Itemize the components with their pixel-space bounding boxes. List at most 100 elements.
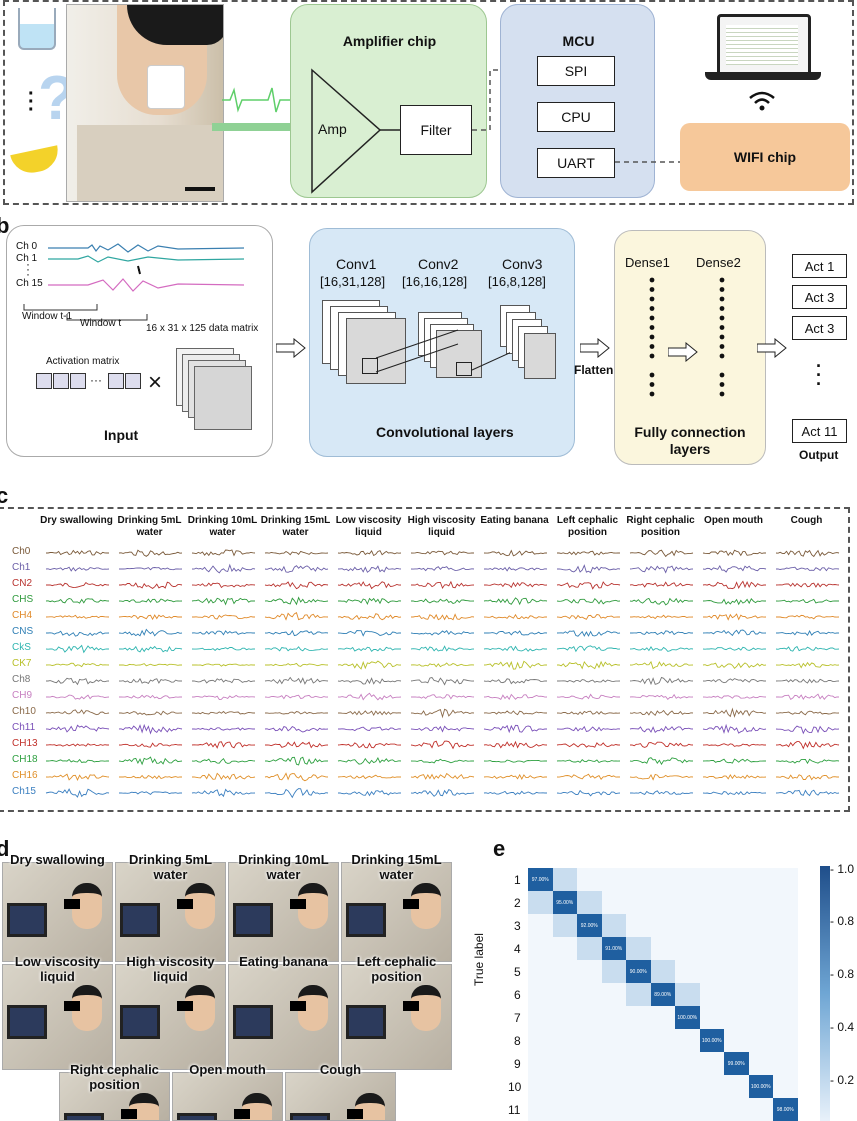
cm-diagonal-cell: 90.00% (626, 960, 651, 984)
cm-cell (553, 960, 578, 983)
signal-trace (702, 723, 767, 734)
activity-header: Cough (790, 515, 823, 526)
signal-trace (337, 581, 402, 590)
signal-trace (629, 660, 694, 670)
signal-trace (702, 549, 767, 557)
mcu-cpu-block: CPU (537, 102, 615, 132)
signal-trace (483, 581, 548, 589)
neuron (719, 344, 725, 349)
activation-matrix: ··· (36, 373, 141, 389)
signal-trace (410, 598, 475, 605)
signal-trace (264, 726, 329, 733)
signal-trace (119, 567, 183, 571)
cm-cell (651, 914, 676, 937)
cm-cell (700, 868, 725, 891)
signal-trace (556, 630, 621, 637)
activity-header: Drinking 15mL water (260, 515, 331, 538)
signal-trace (556, 789, 621, 797)
cm-cell (773, 937, 798, 960)
neuron (649, 372, 655, 378)
activity-caption: Cough (319, 1062, 362, 1077)
signal-trace (556, 581, 621, 590)
signal-trace (629, 676, 694, 686)
cm-row-label: 6 (514, 988, 521, 1002)
cm-cell (626, 1052, 651, 1075)
activity-photo (2, 964, 113, 1070)
signal-trace (119, 663, 182, 667)
cm-cell (675, 914, 700, 937)
cm-cell (700, 1075, 725, 1098)
wifi-chip-box: WIFI chip (680, 123, 850, 191)
cm-cell (528, 983, 553, 1006)
cm-cell (773, 983, 798, 1006)
signal-trace (410, 566, 475, 572)
signal-trace (410, 740, 475, 750)
cm-cell (724, 891, 749, 914)
channel-ellipsis: ··· (26, 257, 30, 281)
laptop-screen (233, 1005, 273, 1039)
cm-cell (602, 1029, 627, 1052)
cm-cell (602, 983, 627, 1006)
cm-cell (626, 914, 651, 937)
cm-cell (577, 1006, 602, 1029)
person-head (72, 883, 102, 929)
signal-trace (45, 644, 110, 654)
signal-trace (629, 709, 694, 717)
signal-trace (119, 581, 183, 589)
cm-cell (602, 891, 627, 914)
conv1-name: Conv1 (336, 256, 377, 272)
conv-sheet (524, 333, 556, 379)
cm-cell (675, 891, 700, 914)
neuron (719, 315, 725, 321)
signal-trace (191, 741, 256, 749)
cm-cell (577, 960, 602, 983)
cm-cell (577, 983, 602, 1006)
beaker-icon (18, 8, 56, 50)
signal-trace (337, 630, 401, 637)
face-censor-bar (290, 1001, 306, 1011)
cm-cell (773, 914, 798, 937)
signal-trace (191, 630, 255, 636)
signal-trace (702, 695, 767, 699)
signal-trace (629, 790, 694, 795)
cm-cell (577, 1029, 602, 1052)
cm-cell (553, 1006, 578, 1029)
cm-cell (602, 1006, 627, 1029)
colorbar-tick: - 1.0 (830, 862, 855, 876)
cm-cell (602, 1075, 627, 1098)
activity-caption: Drinking 5mL water (128, 852, 213, 882)
cm-cell (724, 983, 749, 1006)
signal-trace (191, 646, 255, 651)
activity-caption: Drinking 10mL water (238, 852, 329, 882)
activity-photo (172, 1072, 283, 1121)
cm-cell (651, 1006, 676, 1029)
laptop-icon (717, 14, 811, 78)
activity-photo (341, 862, 452, 962)
filter-block: Filter (400, 105, 472, 155)
flatten-label: Flatten (574, 363, 614, 377)
signal-trace (337, 677, 402, 685)
signal-trace (775, 741, 840, 750)
signal-trace (46, 677, 110, 686)
cm-cell (749, 891, 774, 914)
cm-cell (749, 983, 774, 1006)
signal-trace (118, 677, 182, 684)
signal-trace (192, 614, 255, 620)
data-matrix-stack (176, 348, 256, 432)
cm-cell (650, 960, 675, 984)
signal-trace (702, 646, 767, 651)
face-censor-bar (177, 1001, 193, 1011)
neuron (649, 391, 655, 397)
neuron (719, 391, 725, 397)
signal-trace (338, 726, 402, 732)
window-cur-label: Window t (80, 318, 122, 329)
signal-trace (483, 790, 547, 796)
cm-cell (700, 1098, 725, 1121)
signal-trace (483, 645, 547, 652)
amp-triangle (311, 68, 382, 194)
signal-trace (410, 708, 475, 719)
signal-trace (483, 773, 547, 780)
dense1-label: Dense1 (625, 255, 670, 270)
signal-trace (702, 758, 767, 764)
cm-cell (700, 891, 725, 914)
